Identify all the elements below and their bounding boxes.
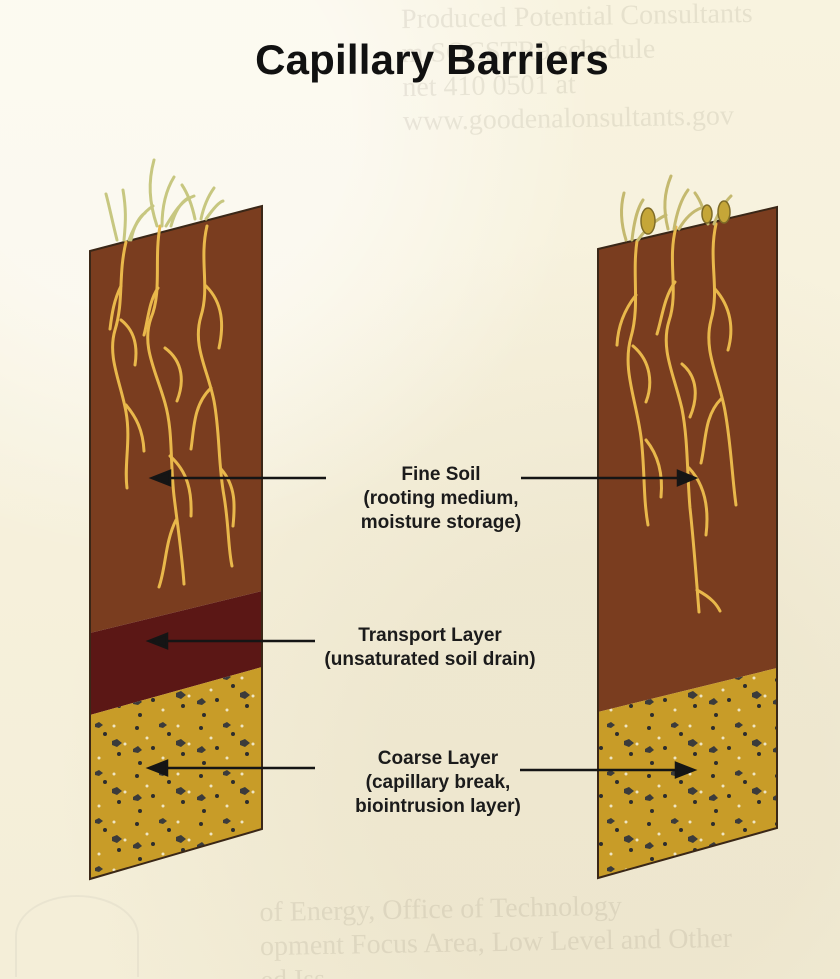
left-soil-column	[90, 160, 262, 879]
transport-layer-label-line-2: (unsaturated soil drain)	[272, 648, 588, 672]
fine-soil-label-line-2: (rooting medium,	[326, 487, 556, 511]
coarse-layer-label-line-2: (capillary break,	[316, 771, 560, 795]
fine-soil-label-line-1: Fine Soil	[326, 463, 556, 487]
transport-layer-label: Transport Layer (unsaturated soil drain)	[272, 624, 588, 672]
coarse-layer-label: Coarse Layer (capillary break, biointrus…	[316, 747, 560, 818]
transport-layer-label-line-1: Transport Layer	[272, 624, 588, 648]
coarse-layer-label-line-3: biointrusion layer)	[316, 795, 560, 819]
left-fine-soil-layer	[90, 206, 262, 633]
fine-soil-label: Fine Soil (rooting medium, moisture stor…	[326, 463, 556, 534]
fine-soil-label-line-3: moisture storage)	[326, 511, 556, 535]
coarse-layer-label-line-1: Coarse Layer	[316, 747, 560, 771]
